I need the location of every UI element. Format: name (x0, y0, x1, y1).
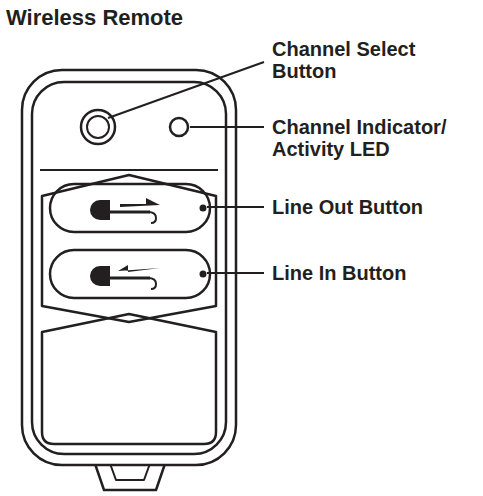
panel-divider (40, 169, 218, 171)
diagram-title: Wireless Remote (6, 6, 183, 30)
callout-label: Channel Select Button (272, 38, 467, 82)
callout-label: Channel Indicator/ Activity LED (272, 116, 467, 160)
channel-select-inner (87, 116, 109, 138)
leader-line (207, 272, 264, 274)
leader-lines (108, 62, 264, 273)
callout-label: Line Out Button (272, 196, 467, 218)
line-out-button (50, 184, 210, 232)
channel-select-button (81, 110, 115, 144)
housing-inner (32, 82, 226, 454)
button-plate (42, 175, 216, 322)
line-in-icon (90, 265, 160, 289)
button-dot (200, 271, 207, 278)
remote-body (22, 70, 236, 490)
blank-panel (42, 314, 216, 444)
activity-led (170, 118, 188, 136)
line-out-icon (90, 198, 160, 223)
callout-label: Line In Button (272, 262, 467, 284)
leader-line (190, 126, 264, 128)
leader-line (207, 206, 264, 208)
housing-outer (22, 70, 236, 465)
leader-line (108, 62, 264, 118)
button-dot (200, 205, 207, 212)
line-in-button (50, 250, 210, 298)
